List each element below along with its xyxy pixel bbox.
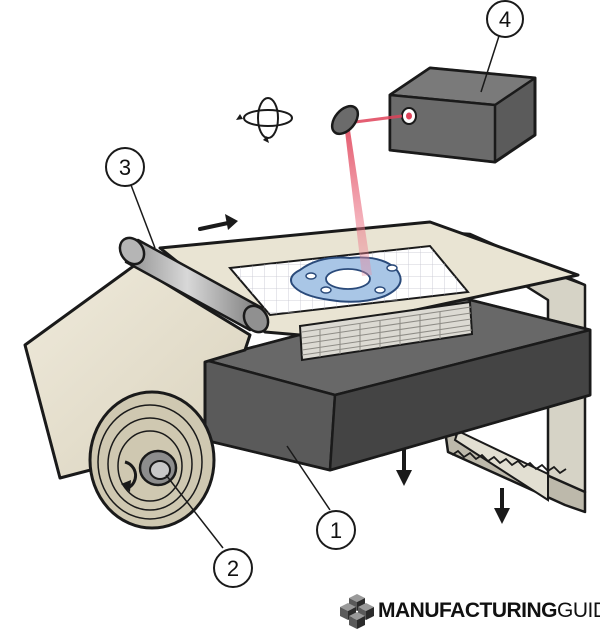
heated-roller xyxy=(118,236,270,334)
part-outline xyxy=(290,256,402,303)
laser-unit xyxy=(388,66,537,164)
paper-supply-roll xyxy=(88,390,216,530)
feed-direction-arrow xyxy=(198,214,238,231)
callout-4: 4 xyxy=(486,0,524,38)
brand-wordmark-bold: MANUFACTURING xyxy=(378,599,557,622)
callout-4-label: 4 xyxy=(499,7,511,32)
callout-1: 1 xyxy=(316,510,356,550)
brand-logo-icon xyxy=(340,594,374,629)
platform-down-arrow-secondary xyxy=(494,488,510,524)
brand-wordmark: MANUFACTURINGGUIDE xyxy=(378,596,600,626)
callout-3: 3 xyxy=(105,147,145,187)
callout-1-label: 1 xyxy=(330,518,342,543)
laminated-layer-stack xyxy=(298,300,474,362)
callout-2: 2 xyxy=(213,548,253,588)
scanning-mirror xyxy=(330,104,360,136)
brand-wordmark-light: GUIDE xyxy=(556,599,600,622)
leader-lines xyxy=(130,35,500,549)
callout-2-label: 2 xyxy=(227,556,239,581)
callout-3-label: 3 xyxy=(119,155,131,180)
platform-down-arrow xyxy=(396,448,412,486)
rotation-icon xyxy=(236,97,293,143)
laser-beam xyxy=(345,114,403,276)
